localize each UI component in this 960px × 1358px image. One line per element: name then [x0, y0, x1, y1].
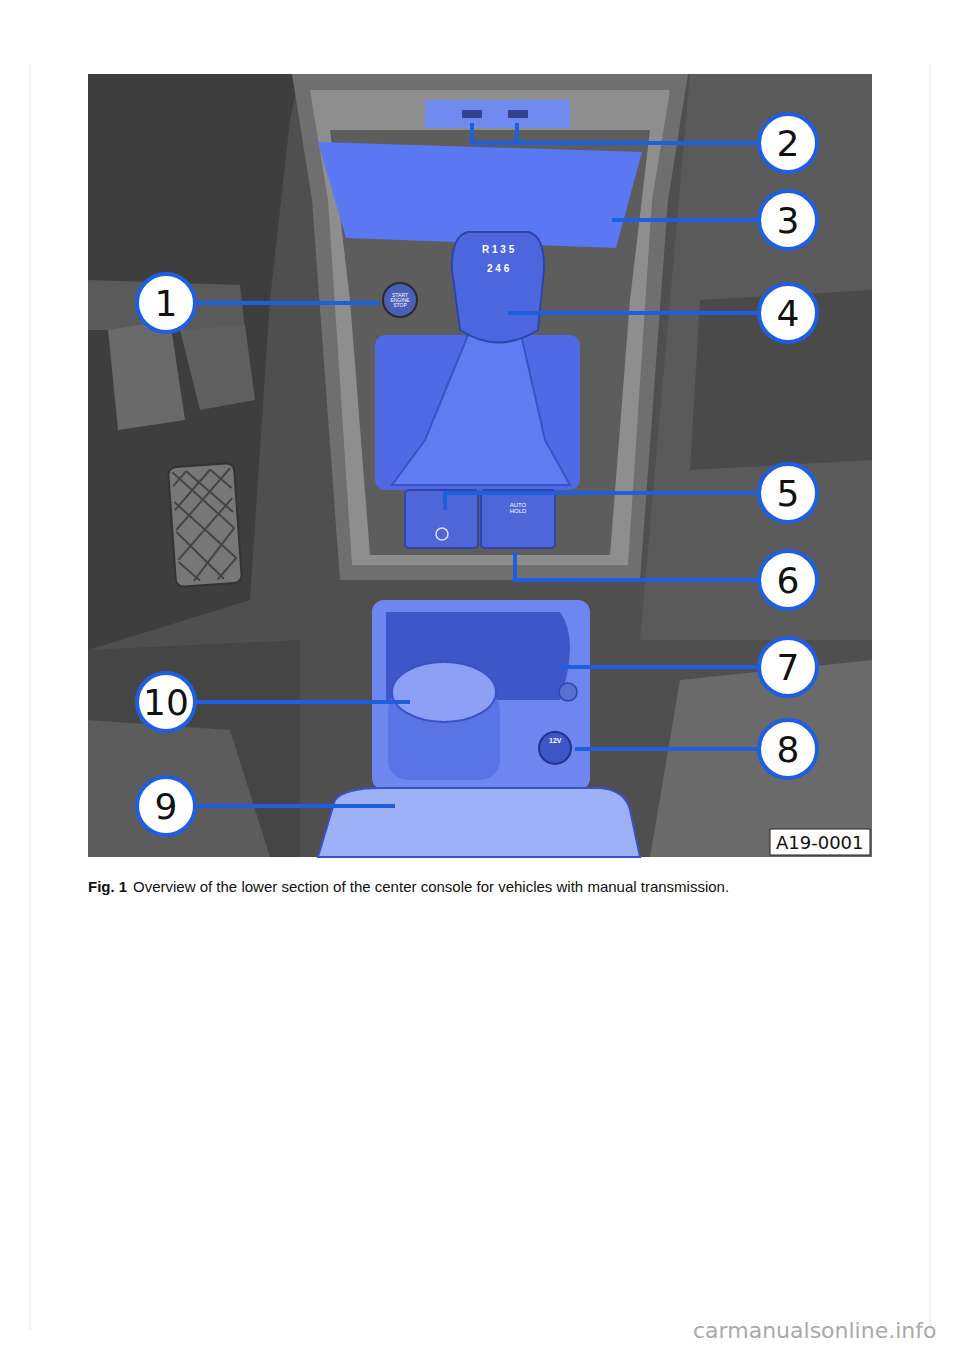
figure-id-box — [770, 829, 870, 855]
socket-text: 12V — [549, 737, 561, 744]
background — [88, 74, 872, 857]
gear-knob — [452, 232, 544, 343]
button-text: AUTO HOLD — [503, 502, 533, 514]
callout-number: 7 — [757, 636, 819, 698]
footwell — [88, 74, 300, 650]
auto-hold-button — [481, 490, 555, 548]
shift-pattern: R 1 3 5 — [482, 244, 514, 255]
button-text: START ENGINE STOP — [388, 293, 412, 308]
callout-number: 10 — [135, 671, 197, 733]
figure-caption: Overview of the lower section of the cen… — [133, 878, 940, 895]
callout-number: 4 — [757, 282, 819, 344]
callout-number: 5 — [757, 462, 819, 524]
shift-boot — [392, 330, 570, 485]
shift-pattern: 2 4 6 — [487, 263, 509, 274]
socket-12v — [539, 732, 571, 764]
console-body — [292, 74, 688, 580]
callout-number: 1 — [135, 272, 197, 334]
usb-port — [508, 110, 528, 118]
figure-number: Fig. 1 — [88, 878, 127, 895]
parking-brake-symbol — [436, 528, 448, 540]
accelerator-pedal — [168, 463, 242, 587]
switch — [559, 683, 577, 701]
usb-strip — [425, 100, 570, 128]
cupholder-area — [372, 600, 590, 790]
pedal — [180, 325, 255, 410]
callout-number: 3 — [757, 189, 819, 251]
right-seat — [650, 660, 872, 857]
armrest — [318, 788, 640, 857]
callout-number: 8 — [757, 718, 819, 780]
leader-lines — [197, 123, 757, 806]
callout-number: 2 — [757, 112, 819, 174]
left-seat — [88, 720, 270, 857]
callout-number: 9 — [135, 775, 197, 837]
watermark: carmanualsonline.info — [693, 1318, 936, 1343]
figure-id: A19-0001 — [776, 832, 864, 853]
callout-number: 6 — [757, 549, 819, 611]
start-stop-button — [383, 283, 417, 317]
page-rule — [930, 64, 931, 1330]
parking-brake-button — [405, 490, 478, 548]
console-lower — [360, 585, 620, 800]
cup-lid — [392, 662, 496, 722]
left-seat-floor — [88, 640, 300, 857]
passenger-footwell — [640, 74, 872, 640]
page-rule — [30, 64, 31, 1330]
usb-port — [462, 110, 482, 118]
pedal — [108, 320, 185, 430]
